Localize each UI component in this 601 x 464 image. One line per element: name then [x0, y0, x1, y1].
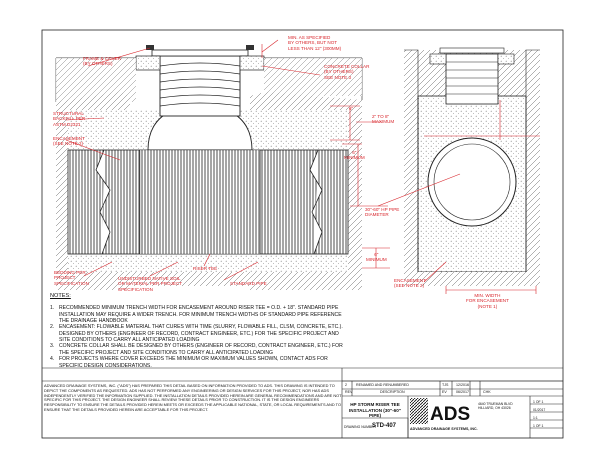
- note-item: 4. FOR PROJECTS WHERE COVER EXCEEDS THE …: [50, 356, 350, 369]
- callout-bedding-line1: BEDDING PER: [54, 270, 86, 275]
- callout-riser-tee: RISER TEE: [193, 266, 218, 271]
- dimension-6-min-line1: 6": [352, 150, 357, 155]
- company-name: ADVANCED DRAINAGE SYSTEMS, INC.: [410, 427, 478, 431]
- callout-bedding-line3: SPECIFICATION: [54, 280, 89, 286]
- dimension-2-to-8-line2: MAXIMUM: [372, 119, 395, 125]
- callout-structural-backfill: STRUCTURAL BACKFILL PER ASTM D2321: [53, 111, 85, 127]
- dimension-6-top: 6": [349, 106, 354, 111]
- sheet-info: 1 OF 1 01/2017 1:1 1 OF 1: [533, 398, 545, 430]
- rev-number: 2: [345, 383, 347, 387]
- drawing-title: HP STORM RISER TEE INSTALLATION (30"-60"…: [344, 402, 406, 419]
- callout-frame-cover-line2: (BY OTHERS): [83, 61, 113, 67]
- callout-min-width-line1: MIN. WIDTH: [474, 293, 501, 298]
- rev-by: TJS: [442, 383, 449, 387]
- disclaimer-text: ADVANCED DRAINAGE SYSTEMS, INC. ("ADS") …: [44, 383, 342, 412]
- sheet-info-2: 01/2017: [533, 408, 546, 412]
- rev-by-head: EV: [442, 390, 447, 394]
- callout-concrete-collar-line2: (BY OTHERS): [324, 69, 354, 75]
- sheet-info-1: 1 OF 1: [533, 400, 544, 404]
- rev-date-2: 06/2017: [456, 390, 469, 394]
- callout-structural-backfill-line3: ASTM D2321: [53, 121, 81, 127]
- callout-min-width-line3: (NOTE 1): [477, 303, 498, 309]
- callout-concrete-collar-line3: SEE NOTE 3: [324, 74, 352, 80]
- callout-bedding-line2: PROJECT: [54, 275, 76, 281]
- note-text: RECOMMENDED MINIMUM TRENCH WIDTH FOR ENC…: [59, 305, 342, 325]
- sheet-info-4: 1 OF 1: [533, 424, 544, 428]
- callout-frame-cover: FRAME & COVER (BY OTHERS): [83, 56, 121, 67]
- dimension-6-min-line2: MINIMUM: [344, 155, 365, 161]
- callout-concrete-collar: CONCRETE COLLAR (BY OTHERS) SEE NOTE 3: [324, 64, 369, 80]
- note-text: FOR PROJECTS WHERE COVER EXCEEDS THE MIN…: [59, 356, 328, 369]
- callout-encasement-right: ENCASEMENT (SEE NOTE 2): [394, 278, 426, 289]
- note-number: 4.: [50, 356, 55, 362]
- dimension-2-to-8-line1: 2" TO 8": [372, 114, 390, 119]
- callout-encasement-right-line1: ENCASEMENT: [394, 278, 426, 283]
- sheet-info-3: 1:1: [533, 416, 538, 420]
- callout-encasement-left: ENCASEMENT (SEE NOTE 2): [53, 136, 85, 147]
- callout-encasement-left-line1: ENCASEMENT: [53, 136, 85, 141]
- dimension-6-bottom-line1: 6": [374, 252, 379, 257]
- drawing-number: STD-407: [372, 423, 397, 429]
- callout-native-soil: UNDISTURBED NATIVE SOIL OR MATERIAL PER …: [118, 276, 182, 292]
- callout-native-soil-line1: UNDISTURBED NATIVE SOIL: [118, 276, 181, 281]
- callout-bedding: BEDDING PER PROJECT SPECIFICATION: [54, 270, 89, 286]
- callout-standard-pipe: STANDARD PIPE: [230, 281, 267, 286]
- callout-frame-cover-line1: FRAME & COVER: [83, 56, 122, 61]
- callout-min-specified-line1: MIN. AS SPECIFIED: [288, 35, 331, 40]
- note-number: 2.: [50, 324, 55, 330]
- callout-min-width: MIN. WIDTH FOR ENCASEMENT (NOTE 1): [466, 293, 509, 309]
- dimension-2-to-8: 2" TO 8" MAXIMUM: [372, 114, 394, 125]
- notes-heading: NOTES:: [50, 293, 71, 299]
- callout-encasement-left-line2: (SEE NOTE 2): [53, 141, 84, 147]
- callout-min-specified: MIN. AS SPECIFIED BY OTHERS, BUT NOT LES…: [288, 35, 341, 51]
- drawing-title-line1: HP STORM RISER TEE: [350, 402, 400, 407]
- note-item: 3. CONCRETE COLLAR SHALL BE DESIGNED BY …: [50, 343, 350, 356]
- note-text: CONCRETE COLLAR SHALL BE DESIGNED BY OTH…: [59, 343, 343, 356]
- callout-concrete-collar-line1: CONCRETE COLLAR: [324, 64, 370, 69]
- dimension-6-min: 6" MINIMUM: [344, 150, 365, 161]
- note-item: 1. RECOMMENDED MINIMUM TRENCH WIDTH FOR …: [50, 305, 350, 325]
- callout-min-width-line2: FOR ENCASEMENT: [466, 298, 509, 304]
- note-item: 2. ENCASEMENT: FLOWABLE MATERIAL THAT CU…: [50, 324, 350, 344]
- company-address: 4640 TRUEMAN BLVD HILLIARD, OH 43026: [478, 402, 513, 411]
- rev-chk-head: CHK: [483, 390, 491, 394]
- callout-native-soil-line2: OR MATERIAL PER PROJECT: [118, 281, 183, 287]
- rev-date: 12/2016: [456, 383, 469, 387]
- callout-native-soil-line3: SPECIFICATION: [118, 286, 153, 292]
- drawing-number-label: DRAWING NUMBER: [344, 425, 376, 429]
- dimension-6-bottom-line2: MINIMUM: [366, 257, 387, 263]
- callout-min-specified-line3: LESS THAN 12" (300MM): [288, 45, 342, 51]
- company-address-line1: 4640 TRUEMAN BLVD: [478, 402, 513, 406]
- ads-logo-text: ADS: [430, 404, 470, 425]
- callout-structural-backfill-line2: BACKFILL PER: [53, 116, 86, 122]
- company-address-line2: HILLIARD, OH 43026: [478, 406, 511, 411]
- drawing-title-line2: INSTALLATION (30"-60" PIPE): [349, 407, 401, 419]
- rev-number-2: REV: [345, 390, 353, 394]
- dimension-6-bottom: 6" MINIMUM: [366, 252, 387, 263]
- callout-encasement-right-line2: (SEE NOTE 2): [394, 283, 425, 289]
- callout-pipe-diameter: 30"-60" HP PIPE DIAMETER: [365, 207, 399, 218]
- callout-pipe-diameter-line1: 30"-60" HP PIPE: [365, 207, 400, 212]
- callout-min-specified-line2: BY OTHERS, BUT NOT: [288, 40, 338, 46]
- note-number: 1.: [50, 305, 55, 311]
- rev-description-head: DESCRIPTION: [380, 390, 405, 394]
- note-text: ENCASEMENT: FLOWABLE MATERIAL THAT CURES…: [59, 324, 343, 344]
- callout-structural-backfill-line1: STRUCTURAL: [53, 111, 84, 116]
- rev-description: RENAMED AND RENUMBERED: [356, 383, 409, 387]
- note-number: 3.: [50, 343, 55, 349]
- callout-pipe-diameter-line2: DIAMETER: [365, 212, 389, 218]
